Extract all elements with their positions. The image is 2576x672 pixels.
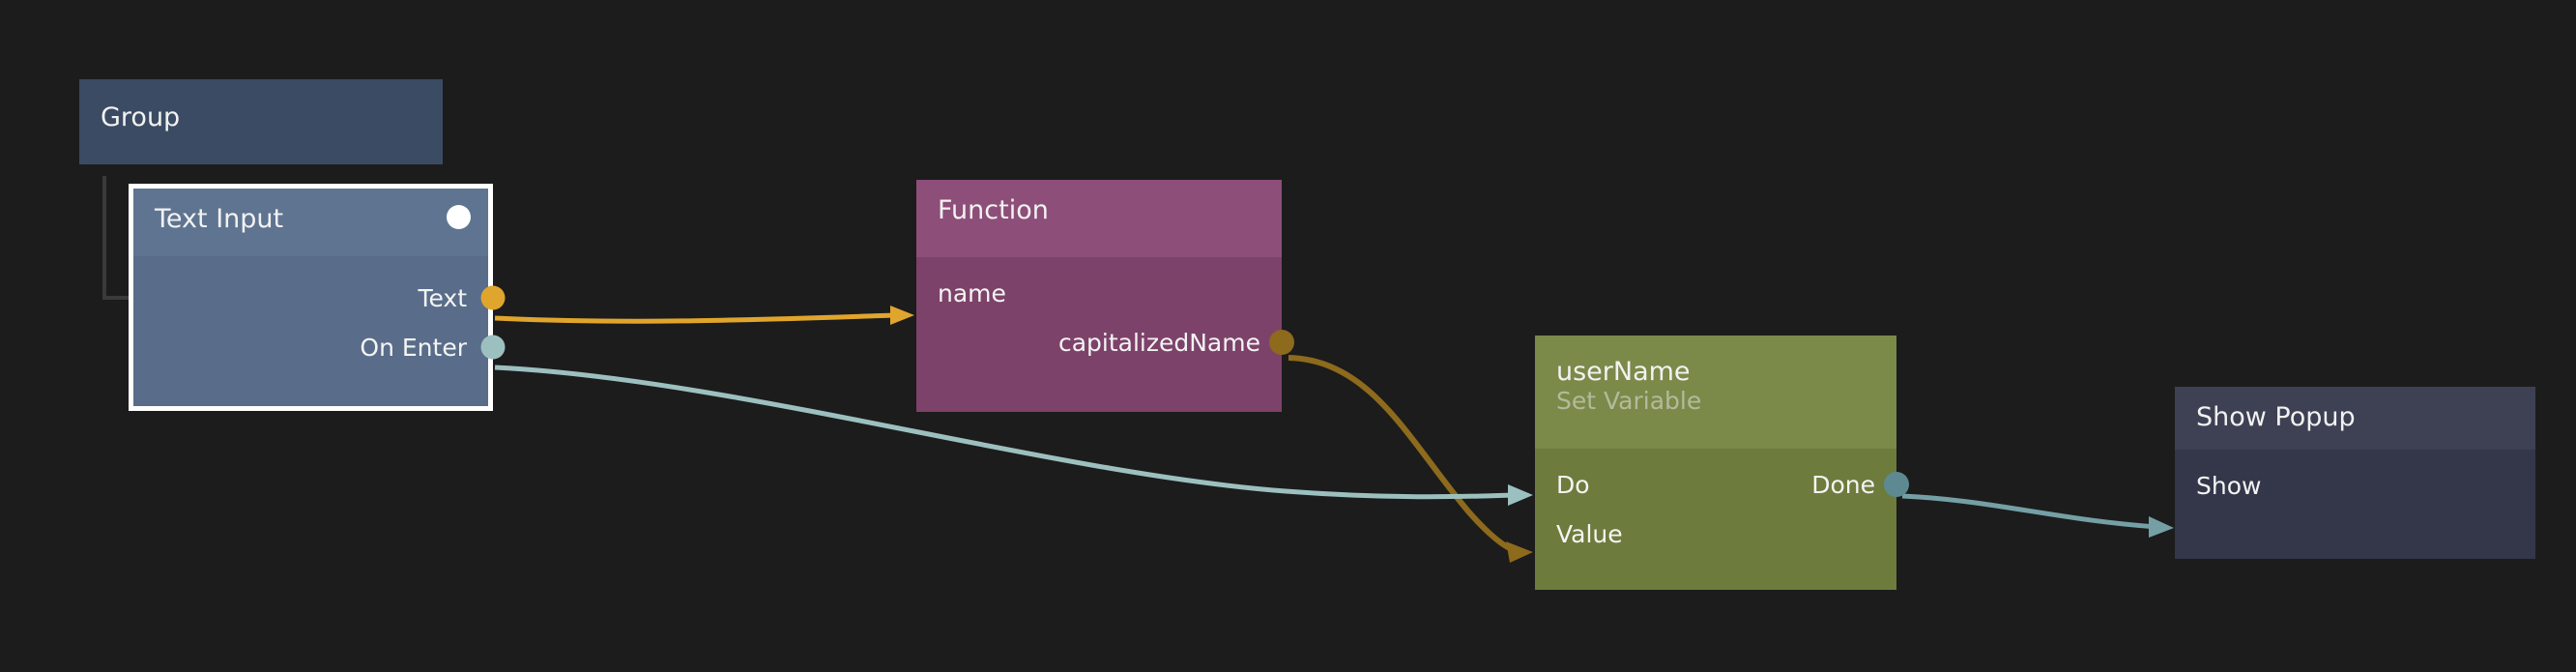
group-tree-connector (102, 176, 131, 300)
node-text-input-header: Text Input (133, 189, 488, 256)
node-set-variable-title: userName (1556, 357, 1691, 387)
node-function-header: Function (916, 180, 1282, 257)
port-label-on-enter: On Enter (360, 334, 467, 362)
port-label-text: Text (418, 284, 467, 312)
port-dot-text[interactable] (480, 285, 506, 310)
node-text-input[interactable]: Text Input Text On Enter (129, 184, 506, 411)
port-label-value: Value (1556, 520, 1623, 548)
port-dot-capitalizedname[interactable] (1269, 330, 1294, 355)
port-row-show-input[interactable]: Show (2175, 461, 2535, 511)
port-row-do-done[interactable]: Do Done (1535, 460, 1909, 510)
edge-arrow-value (1506, 541, 1533, 563)
node-show-popup-header: Show Popup (2175, 387, 2535, 450)
node-function-body: name capitalizedName (916, 257, 1294, 412)
port-row-name-input[interactable]: name (916, 269, 1282, 318)
port-row-value-input[interactable]: Value (1535, 510, 1896, 559)
port-label-name: name (938, 279, 1006, 307)
port-label-done: Done (1811, 471, 1875, 499)
edge-arrow-do (1508, 484, 1533, 506)
edge-capitalizedname-to-value (1288, 355, 1519, 554)
port-dot-on-enter[interactable] (480, 335, 506, 360)
node-text-input-title: Text Input (155, 204, 284, 234)
port-label-do: Do (1556, 471, 1590, 499)
status-dot-icon[interactable] (447, 205, 471, 229)
node-set-variable-header: userName Set Variable (1535, 336, 1896, 449)
node-show-popup-title: Show Popup (2196, 402, 2356, 432)
port-label-capitalizedname: capitalizedName (1057, 329, 1260, 357)
node-set-variable-subtitle: Set Variable (1556, 387, 1702, 416)
node-function-title: Function (938, 195, 1049, 225)
node-function[interactable]: Function name capitalizedName (916, 180, 1294, 412)
port-row-on-enter-output[interactable]: On Enter (133, 323, 506, 372)
port-row-text-output[interactable]: Text (133, 274, 506, 323)
node-group-header: Group (79, 79, 443, 132)
edge-text-to-name (494, 312, 897, 324)
edge-arrow-show (2149, 516, 2174, 538)
node-group[interactable]: Group (79, 79, 443, 164)
node-text-input-body: Text On Enter (133, 256, 506, 406)
port-row-capitalizedname-output[interactable]: capitalizedName (916, 318, 1294, 367)
port-dot-done[interactable] (1884, 472, 1909, 497)
node-set-variable[interactable]: userName Set Variable Do Done Value (1535, 336, 1909, 590)
node-set-variable-body: Do Done Value (1535, 449, 1909, 590)
node-group-title: Group (101, 102, 181, 132)
node-show-popup-body: Show (2175, 450, 2535, 559)
edge-arrow-name (890, 306, 914, 325)
node-show-popup[interactable]: Show Popup Show (2175, 387, 2535, 559)
port-label-show: Show (2196, 472, 2262, 500)
edge-done-to-show (1901, 493, 2158, 530)
